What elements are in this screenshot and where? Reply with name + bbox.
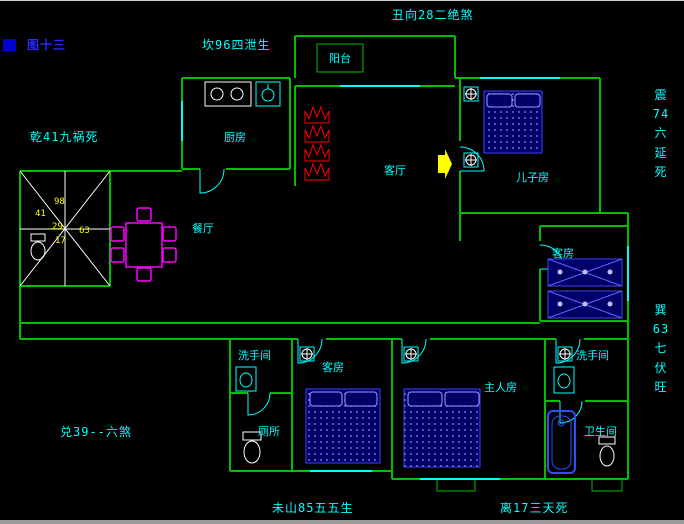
wardrobe-icon: [547, 290, 623, 319]
room-label-washroom-left: 洗手间: [238, 349, 271, 362]
compass-number-center: 29: [52, 222, 63, 232]
corner-marker-icon: [3, 39, 16, 51]
fixture-knob-icon: [557, 346, 573, 362]
room-label-balcony: 阳台: [329, 52, 351, 65]
fixture-knob-icon: [403, 346, 419, 362]
compass-number-top: 98: [54, 197, 65, 207]
toilet-icon: [598, 436, 616, 467]
room-label-guest-lower: 客房: [322, 361, 344, 374]
sink-icon: [255, 81, 281, 107]
bed-master-icon: [403, 388, 481, 468]
window-edge: [0, 520, 684, 524]
annotation-xun: 巽 63 七 伏 旺: [652, 303, 670, 394]
annotation-dui: 兑39--六煞: [60, 425, 132, 439]
annotation-wei: 未山85五五生: [272, 501, 354, 515]
annotation-qian: 乾41九祸死: [30, 130, 99, 144]
room-label-master: 主人房: [484, 381, 517, 394]
entry-steps: [436, 478, 623, 492]
figure-number: 图十三: [27, 38, 67, 52]
room-label-bathroom: 卫生间: [584, 425, 617, 438]
toilet-icon: [242, 431, 262, 464]
windows: [181, 77, 629, 480]
balcony-label-box: [316, 43, 364, 73]
bed-guest-icon: [305, 388, 381, 464]
room-label-dining: 餐厅: [192, 222, 214, 235]
room-label-living: 客厅: [384, 164, 406, 177]
room-label-son-room: 儿子房: [516, 171, 549, 184]
fixture-knob-icon: [463, 86, 479, 102]
room-label-toilet: 厕所: [258, 425, 280, 438]
plant-icon: [304, 105, 330, 181]
room-label-kitchen: 厨房: [224, 131, 246, 144]
bed-son-icon: [483, 90, 543, 154]
compass-number-lower: 17: [55, 236, 66, 246]
wall-lamp-icon: [438, 149, 452, 179]
fixture-knob-icon: [463, 152, 479, 168]
annotation-kan: 坎96四泄生: [202, 38, 271, 52]
bathtub-icon: [547, 410, 576, 474]
wardrobe-icon: [547, 258, 623, 287]
basin-icon: [235, 366, 257, 392]
dining-table-icon: [110, 207, 177, 282]
toilet-icon: [30, 233, 46, 261]
basin-icon: [553, 366, 575, 394]
fixture-knob-icon: [299, 346, 315, 362]
stove-icon: [204, 81, 252, 107]
annotation-chou: 丑向28二绝煞: [392, 8, 474, 22]
compass-grid: [19, 170, 111, 287]
annotation-zhen: 震 74 六 延 死: [652, 88, 670, 179]
compass-number-right: 63: [79, 226, 90, 236]
annotation-li: 离17三天死: [500, 501, 569, 515]
compass-number-left: 41: [35, 209, 46, 219]
room-label-washroom-right: 洗手间: [576, 349, 609, 362]
room-label-guest-upper: 客房: [552, 247, 574, 260]
